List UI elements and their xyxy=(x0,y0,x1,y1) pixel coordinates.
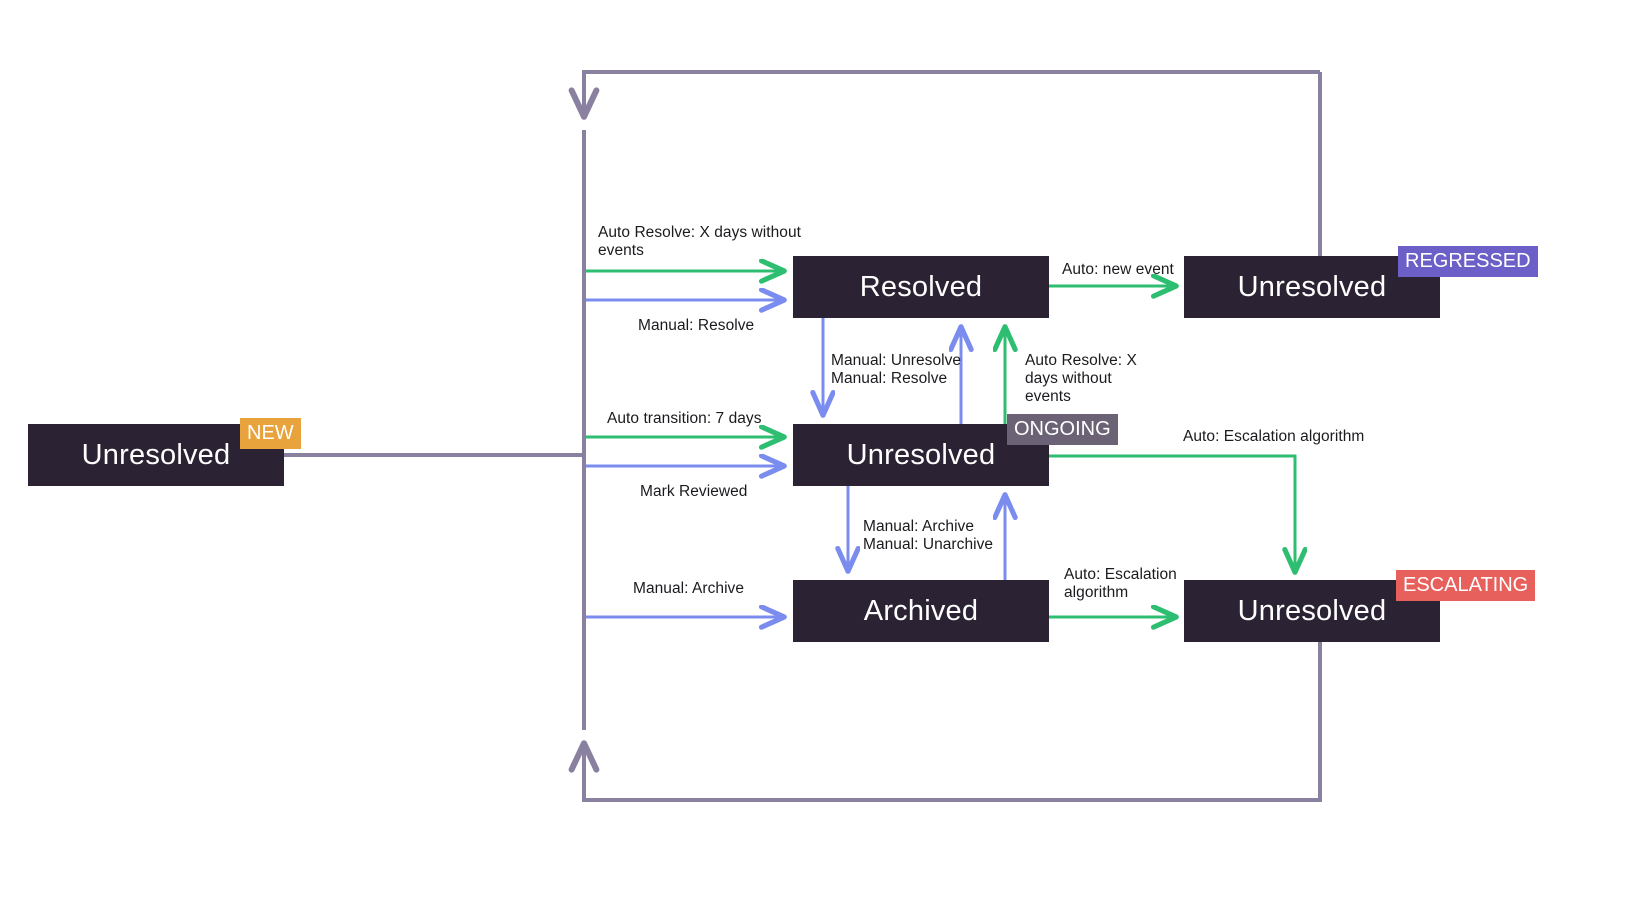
edge-label-manual-resolve-left: Manual: Resolve xyxy=(638,317,755,334)
node-label: Unresolved xyxy=(1237,270,1387,303)
status-badge-new: NEW xyxy=(240,418,301,449)
edge-label-auto-new-event: Auto: new event xyxy=(1062,261,1174,278)
edge-label-auto-resolve-x-days-right: Auto Resolve: X days without events xyxy=(1025,352,1137,405)
status-badge-regressed: REGRESSED xyxy=(1398,246,1538,277)
edge-label-auto-resolve-x-days: Auto Resolve: X days without events xyxy=(598,224,802,259)
status-badge-ongoing: ONGOING xyxy=(1007,414,1118,445)
edge-ongoing-to-escalating-auto xyxy=(1049,454,1295,572)
node-label: Unresolved xyxy=(846,438,996,471)
node-label: Resolved xyxy=(859,270,983,303)
node-archived[interactable]: Archived xyxy=(793,580,1049,642)
edge-label-auto-escalation-bottom: Auto: Escalation algorithm xyxy=(1064,566,1177,601)
status-badge-escalating: ESCALATING xyxy=(1396,570,1536,601)
status-badge-label: ONGOING xyxy=(1014,418,1111,440)
edge-label-manual-archive-unarchive: Manual: Archive Manual: Unarchive xyxy=(863,518,994,553)
node-label: Unresolved xyxy=(81,438,231,471)
node-ongoing-unresolved[interactable]: Unresolved xyxy=(793,424,1049,486)
status-badge-label: NEW xyxy=(247,422,294,444)
edge-label-auto-escalation-top: Auto: Escalation algorithm xyxy=(1183,428,1365,445)
node-label: Archived xyxy=(863,594,979,627)
node-regressed-unresolved[interactable]: Unresolved xyxy=(1184,256,1440,318)
node-label: Unresolved xyxy=(1237,594,1387,627)
edge-label-manual-unresolve-resolve: Manual: Unresolve Manual: Resolve xyxy=(831,352,962,387)
edge-top-frame-to-hub xyxy=(568,70,1320,120)
edge-label-auto-transition-7-days: Auto transition: 7 days xyxy=(607,410,762,427)
edge-label-manual-archive-left: Manual: Archive xyxy=(633,580,745,597)
status-badge-label: REGRESSED xyxy=(1405,250,1531,272)
status-badge-label: ESCALATING xyxy=(1403,574,1529,596)
edge-escalating-to-bottom-frame xyxy=(568,642,1322,802)
edge-label-mark-reviewed: Mark Reviewed xyxy=(640,483,748,500)
node-resolved[interactable]: Resolved xyxy=(793,256,1049,318)
